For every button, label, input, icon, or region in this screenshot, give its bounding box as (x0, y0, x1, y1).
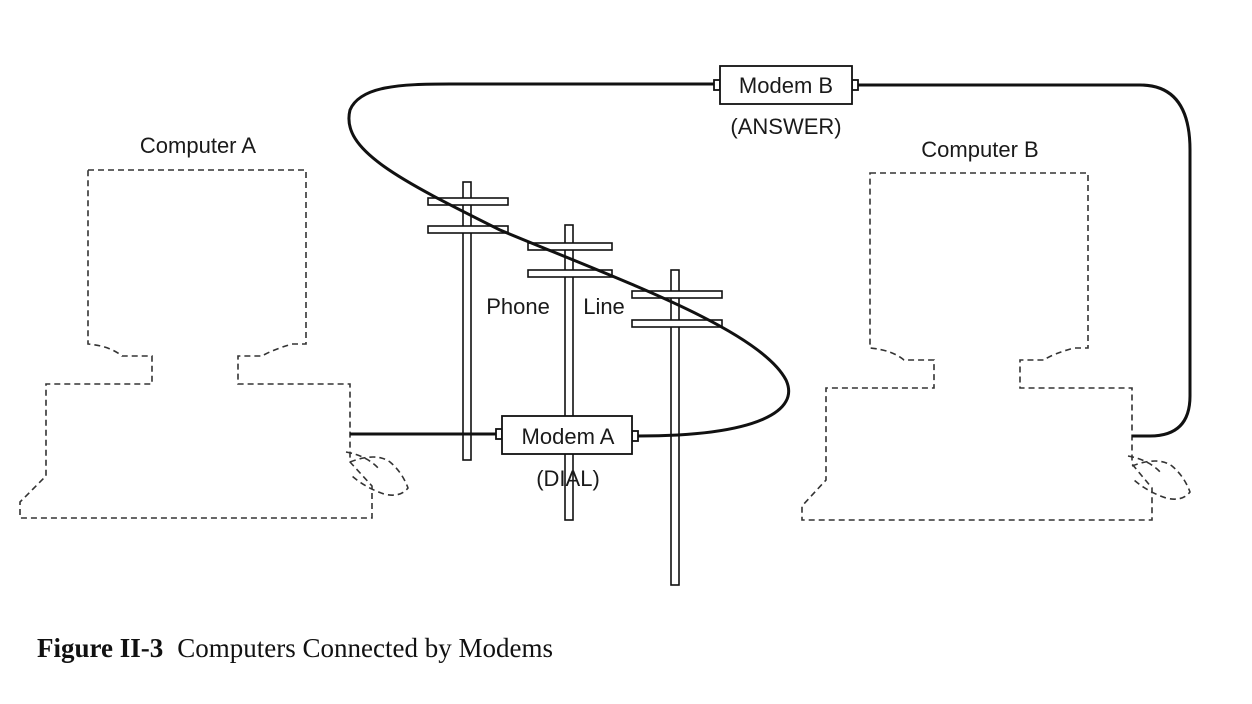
computer-b (801, 172, 1191, 521)
modem-b-left-jack (713, 79, 721, 91)
phone-line-label-word1: Phone (486, 294, 550, 319)
computer-a (19, 169, 409, 519)
telephone-pole-1 (427, 181, 509, 461)
modem-a: Modem A (DIAL) (495, 415, 639, 491)
computer-a-monitor (19, 169, 373, 519)
modem-a-right-jack (631, 430, 639, 442)
telephone-poles (427, 181, 723, 586)
modem-b-box (719, 65, 853, 105)
computer-a-mouse-cord (345, 451, 381, 471)
cable-modem-b-to-computer-b (858, 83, 1192, 438)
modem-b-label: Modem B (739, 73, 833, 98)
modem-b: Modem B (ANSWER) (713, 65, 859, 139)
computer-a-mouse (349, 456, 409, 496)
computer-a-label: Computer A (140, 133, 256, 158)
figure-number: Figure II-3 (37, 633, 164, 663)
modem-a-label: Modem A (522, 424, 615, 449)
modem-a-box (501, 415, 633, 455)
figure-caption: Figure II-3 Computers Connected by Modems (37, 633, 553, 664)
computer-b-mouse-cord (1127, 455, 1163, 475)
telephone-pole-3 (631, 269, 723, 586)
computer-b-monitor (801, 172, 1153, 521)
figure-caption-text: Computers Connected by Modems (177, 633, 553, 663)
modem-b-mode-label: (ANSWER) (730, 114, 841, 139)
modem-a-mode-label: (DIAL) (536, 466, 600, 491)
modem-connection-diagram: Modem B (ANSWER) Modem A (DIAL) Computer… (19, 65, 1192, 586)
computer-b-mouse (1131, 460, 1191, 500)
phone-line-label-word2: Line (583, 294, 625, 319)
computer-b-label: Computer B (921, 137, 1038, 162)
phone-line-cable (347, 82, 791, 438)
telephone-pole-2 (527, 224, 613, 521)
modem-b-right-jack (851, 79, 859, 91)
